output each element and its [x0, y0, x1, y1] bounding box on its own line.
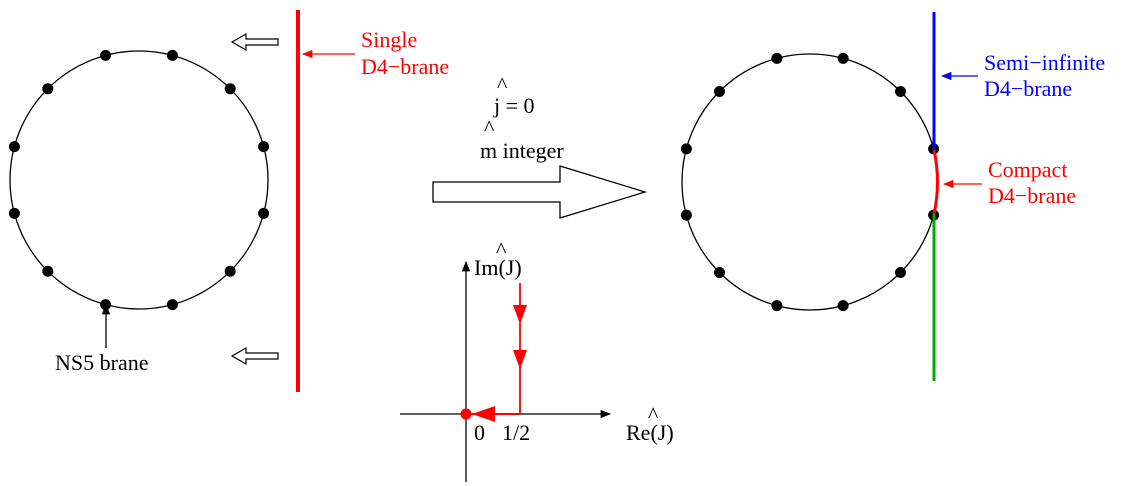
- contour-arrowhead-lower: [513, 350, 527, 369]
- transition-arrow: [432, 165, 648, 219]
- hollow-arrow-bottom: [230, 346, 279, 366]
- ns5-circle-left: [9, 50, 269, 310]
- single-d4-label-line2: D4−brane: [361, 54, 449, 79]
- hollow-arrow-top: [230, 32, 279, 52]
- condition-j-zero: j = 0: [493, 93, 535, 118]
- left-ns5-dot: [8, 141, 20, 153]
- left-ns5-dot: [224, 83, 236, 95]
- re-axis-label: Re(J): [626, 420, 674, 445]
- ns5-dots-left: [8, 49, 270, 311]
- im-axis-hat: ^: [496, 237, 507, 262]
- ns5-brane-label: NS5 brane: [55, 350, 148, 375]
- right-ns5-dot: [837, 300, 849, 312]
- semi-infinite-label-line2: D4−brane: [984, 76, 1072, 101]
- left-ns5-dot: [224, 265, 236, 277]
- compact-label-line2: D4−brane: [988, 183, 1076, 208]
- right-ns5-dot: [714, 267, 725, 278]
- right-ns5-dot: [680, 209, 692, 221]
- left-ns5-dot: [42, 265, 54, 277]
- complex-plane: ^ Im(J) ^ Re(J) 0 1/2: [400, 237, 674, 482]
- right-ns5-dot: [771, 300, 783, 312]
- hat-m: ^: [484, 115, 495, 140]
- contour-arrowhead-upper: [513, 305, 527, 324]
- left-ns5-dot: [166, 49, 178, 61]
- right-ns5-dot: [771, 52, 783, 64]
- hat-j: ^: [497, 72, 508, 97]
- compact-label-line1: Compact: [988, 157, 1067, 182]
- right-ns5-dot: [680, 143, 692, 155]
- re-axis-hat: ^: [648, 402, 659, 427]
- left-ns5-dot: [258, 141, 270, 153]
- right-ns5-dot: [895, 86, 906, 97]
- transition-block: ^ j = 0 ^ m integer: [432, 72, 648, 219]
- tick-origin: 0: [474, 420, 485, 445]
- left-panel: Single D4−brane NS5 brane: [8, 10, 449, 392]
- im-axis-label: Im(J): [474, 255, 522, 280]
- compact-d4-brane-segment: [932, 149, 939, 215]
- right-ns5-dot: [837, 52, 849, 64]
- ns5-dots-right: [680, 52, 940, 312]
- left-ns5-dot: [100, 49, 112, 61]
- right-ns5-dot: [714, 86, 725, 97]
- condition-m-integer: m integer: [480, 138, 564, 163]
- left-ns5-dot: [8, 207, 20, 219]
- tick-half: 1/2: [502, 420, 530, 445]
- origin-point: [460, 408, 472, 420]
- right-panel: Semi−infinite D4−brane Compact D4−brane: [680, 12, 1105, 381]
- contour-arrowhead-left: [472, 406, 495, 422]
- left-ns5-dot: [258, 207, 270, 219]
- left-ns5-dot: [42, 83, 54, 95]
- single-d4-label-line1: Single: [361, 27, 417, 52]
- left-ns5-dot: [166, 299, 178, 311]
- semi-infinite-label-line1: Semi−infinite: [984, 50, 1105, 75]
- right-ns5-dot: [895, 267, 906, 278]
